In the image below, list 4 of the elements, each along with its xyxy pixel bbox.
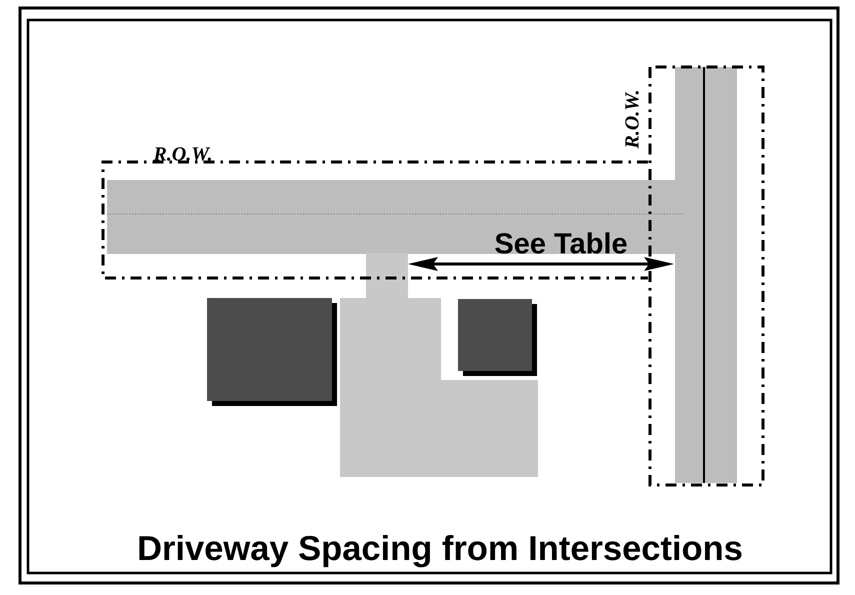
dimension-label: See Table (495, 232, 627, 254)
row-label: R.O.W. (625, 91, 639, 149)
title: Driveway Spacing from Intersections (139, 535, 742, 568)
row-label: R.O.W. (153, 147, 211, 161)
